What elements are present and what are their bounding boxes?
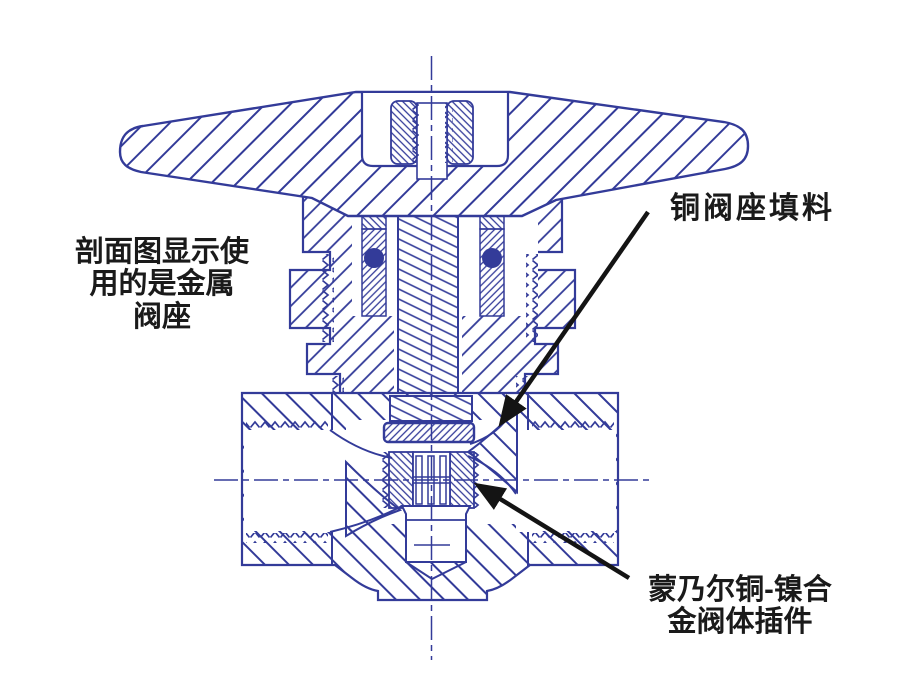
- body-lobe-left: [345, 459, 403, 538]
- seat-packing-part: [382, 421, 476, 444]
- handwheel: [118, 90, 750, 218]
- port-thread-right-top: [532, 419, 614, 429]
- packing-right: [479, 228, 505, 317]
- centerlines: [214, 56, 650, 660]
- o-ring-left: [364, 248, 384, 268]
- packing-left: [361, 228, 387, 317]
- body-insert-label: 蒙乃尔铜-镍合 金阀体插件: [648, 574, 832, 639]
- seat-packing-label: 铜阀座填料: [670, 192, 835, 225]
- stem-thread-left: [411, 103, 419, 163]
- lower-plug: [400, 505, 472, 563]
- left-note-label: 剖面图显示使 用的是金属 阀座: [74, 236, 249, 333]
- bonnet-thread-right: [526, 254, 538, 342]
- stem-thread-right: [445, 103, 453, 163]
- o-ring-right: [482, 248, 502, 268]
- arrow-to-seat-packing: [498, 210, 650, 428]
- arrow-to-body-insert: [473, 482, 631, 580]
- bonnet-thread-left: [322, 254, 334, 342]
- port-thread-left-top: [246, 419, 328, 429]
- port-thread-right-bottom: [532, 533, 614, 543]
- port-thread-left-bottom: [246, 533, 328, 543]
- annotation-arrows: [473, 210, 650, 580]
